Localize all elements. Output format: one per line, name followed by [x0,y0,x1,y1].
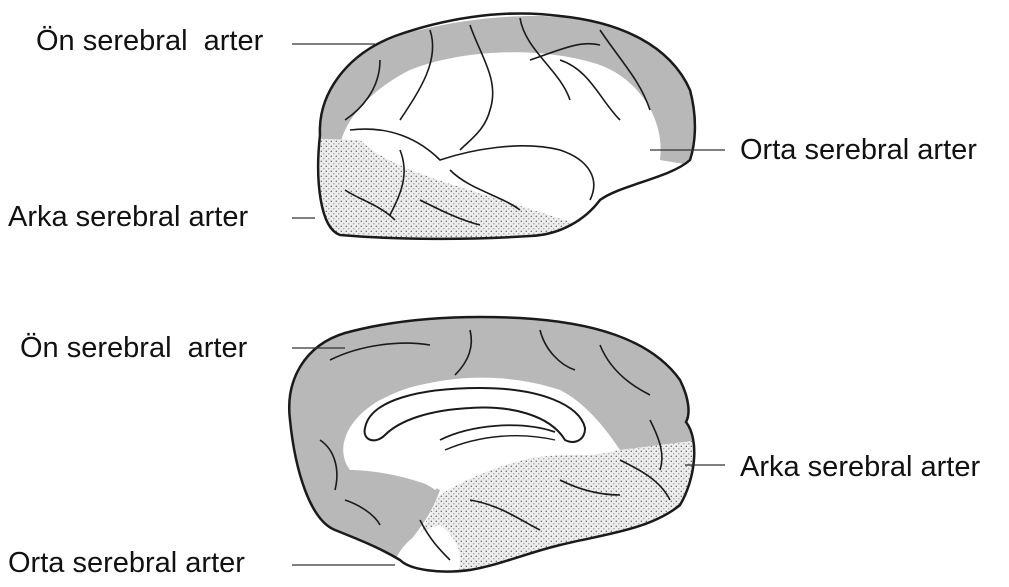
label-lateral-posterior-cerebral-artery: Arka serebral arter [8,203,248,232]
lateral-brain [300,0,720,260]
label-medial-anterior-cerebral-artery: Ön serebral arter [20,334,247,363]
label-medial-posterior-cerebral-artery: Arka serebral arter [740,453,980,482]
label-medial-middle-cerebral-artery: Orta serebral arter [8,549,245,578]
label-lateral-anterior-cerebral-artery: Ön serebral arter [36,27,263,56]
label-lateral-middle-cerebral-artery: Orta serebral arter [740,136,977,165]
medial-brain [280,300,710,587]
